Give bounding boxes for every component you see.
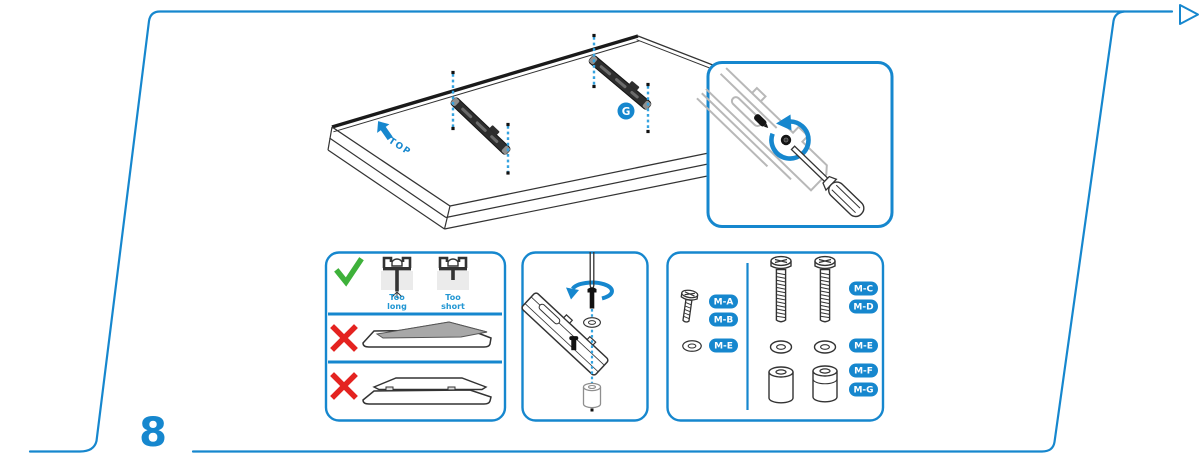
inset-loose-screw (754, 114, 769, 128)
badge-m-d: M-D (849, 299, 878, 314)
svg-text:Too: Too (389, 293, 405, 302)
insert-bracket-drawing (521, 292, 609, 376)
washer-2 (813, 340, 837, 354)
badge-m-e-right: M-E (849, 338, 878, 353)
top-arrow-icon (377, 121, 393, 141)
spacer-2-seam (812, 378, 838, 385)
insert-washer (583, 317, 601, 328)
check-icon (334, 257, 364, 287)
svg-text:M-B: M-B (714, 316, 734, 326)
badge-m-e-left: M-E (709, 338, 738, 353)
too-long-figure (381, 256, 413, 298)
page-number: 8 (139, 410, 167, 456)
hardware-panel: M-A M-B M-E M-C M-D M-E (666, 251, 885, 422)
svg-text:M-E: M-E (714, 342, 733, 352)
insert-spacer (582, 382, 602, 409)
short-screw (680, 289, 699, 323)
wrong-standoff-figure (362, 377, 492, 405)
too-long-label: Too long (387, 293, 407, 311)
page-border-left-top (28, 10, 1174, 453)
screw-insert-panel (521, 251, 649, 422)
screwdriver-icon (790, 145, 865, 218)
alignment-guide-dots (451, 33, 650, 175)
too-short-figure (437, 256, 469, 290)
svg-text:M-A: M-A (714, 298, 734, 308)
badge-m-c: M-C (849, 281, 878, 296)
tv-top-edge (331, 34, 639, 129)
page-frame (28, 4, 1199, 453)
spacer-1 (768, 366, 794, 404)
badge-m-f: M-F (849, 363, 878, 378)
too-short-label: Too short (441, 293, 465, 311)
next-page-icon (1179, 4, 1199, 25)
svg-text:short: short (441, 302, 465, 311)
page-border-right-bottom (191, 10, 1126, 453)
part-g-badge: G (617, 102, 635, 120)
svg-text:M-E: M-E (854, 342, 873, 352)
badge-m-g: M-G (849, 382, 878, 397)
badge-m-b: M-B (709, 312, 738, 327)
cross-icon-1 (330, 324, 358, 352)
svg-text:M-F: M-F (854, 367, 873, 377)
screw-length-panel: Too long Too short (324, 251, 507, 422)
svg-text:M-G: M-G (853, 386, 873, 396)
washer-small (682, 340, 702, 352)
svg-text:Too: Too (445, 293, 461, 302)
svg-text:M-C: M-C (854, 285, 874, 295)
detail-inset-panel (696, 61, 894, 228)
svg-text:long: long (387, 302, 407, 311)
rotate-icon (566, 280, 614, 301)
alignment-guides (451, 37, 650, 172)
badge-m-a: M-A (709, 294, 738, 309)
installed-screw (569, 336, 579, 351)
svg-text:M-D: M-D (853, 303, 873, 313)
wrong-flat-figure (362, 321, 492, 348)
washer-1 (769, 340, 793, 354)
insert-screw (587, 287, 597, 309)
cross-icon-2 (330, 372, 358, 400)
svg-text:G: G (622, 106, 631, 118)
